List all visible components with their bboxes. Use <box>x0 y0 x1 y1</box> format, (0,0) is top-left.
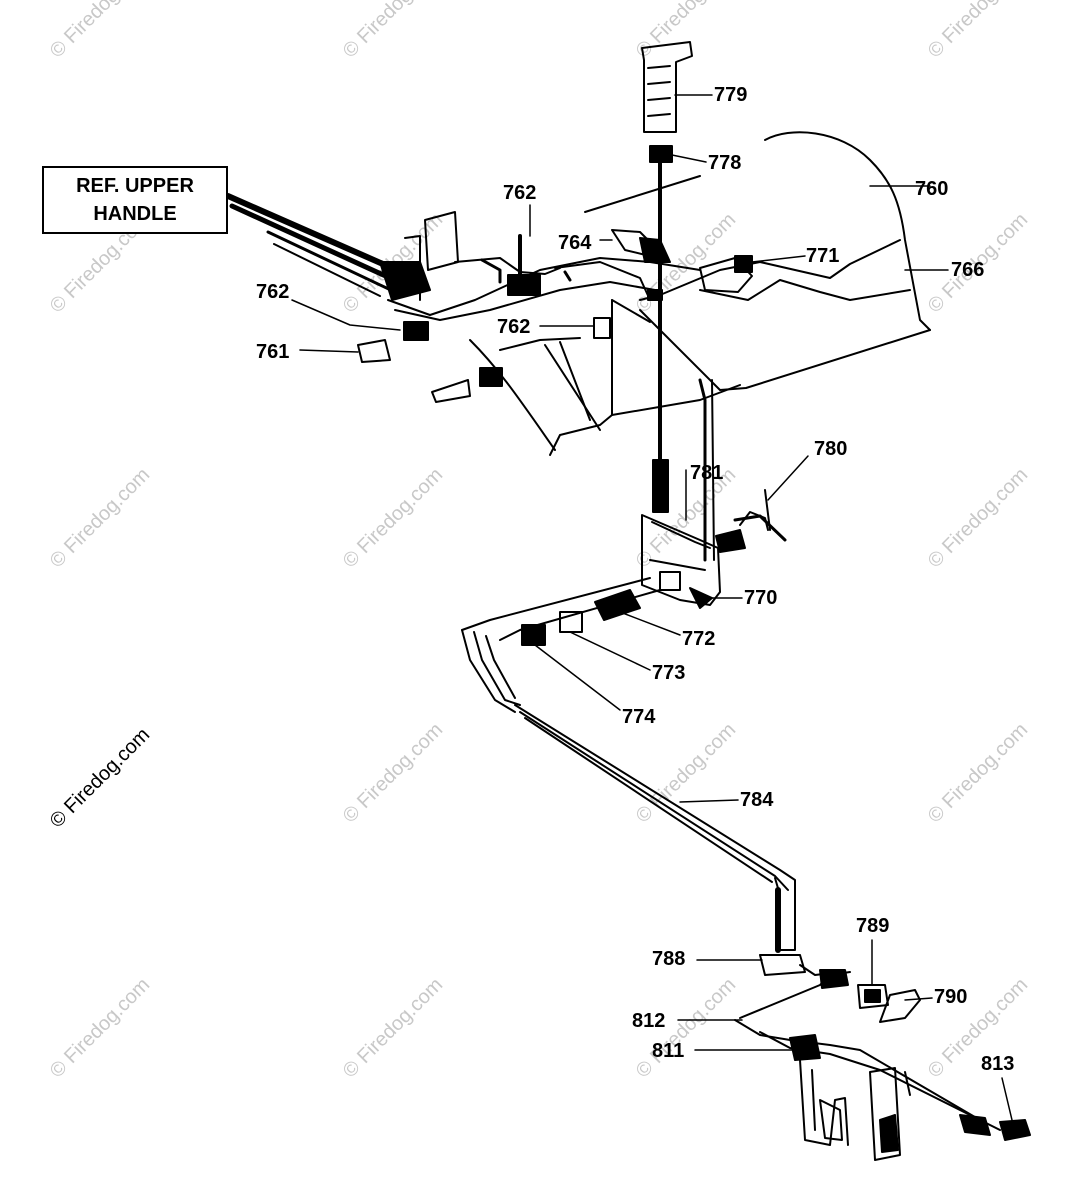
callout-789: 789 <box>856 915 890 937</box>
callout-766: 766 <box>951 259 985 281</box>
callout-788: 788 <box>652 948 686 970</box>
callout-811: 811 <box>652 1040 685 1062</box>
callout-762-mid: 762 <box>497 316 531 338</box>
callout-760: 760 <box>915 178 949 200</box>
callout-813: 813 <box>981 1053 1015 1075</box>
reference-line-2: HANDLE <box>93 203 177 225</box>
callout-790: 790 <box>934 986 968 1008</box>
callout-761: 761 <box>256 341 290 363</box>
callout-772: 772 <box>682 628 716 650</box>
reference-line-1: REF. UPPER <box>76 175 194 197</box>
callout-762-top: 762 <box>503 182 537 204</box>
callout-780: 780 <box>814 438 848 460</box>
bottom-assembly <box>734 954 1031 1161</box>
handle-cable <box>225 193 397 297</box>
callout-812: 812 <box>632 1010 666 1032</box>
callout-778: 778 <box>708 152 742 174</box>
callout-764: 764 <box>558 232 592 254</box>
upper-bracket <box>379 211 701 321</box>
callout-784: 784 <box>740 789 774 811</box>
shift-cover <box>469 131 931 562</box>
callout-771: 771 <box>806 245 840 267</box>
fasteners <box>357 229 753 403</box>
control-lever <box>641 41 693 513</box>
leader-lines <box>291 94 1013 1121</box>
callout-779: 779 <box>714 84 748 106</box>
callout-781: 781 <box>690 462 724 484</box>
shift-linkage <box>461 577 796 953</box>
callout-773: 773 <box>652 662 686 684</box>
callout-770: 770 <box>744 587 778 609</box>
callout-762-left: 762 <box>256 281 290 303</box>
callout-774: 774 <box>622 706 656 728</box>
reference-upper-handle-box: REF. UPPER HANDLE <box>42 166 228 234</box>
